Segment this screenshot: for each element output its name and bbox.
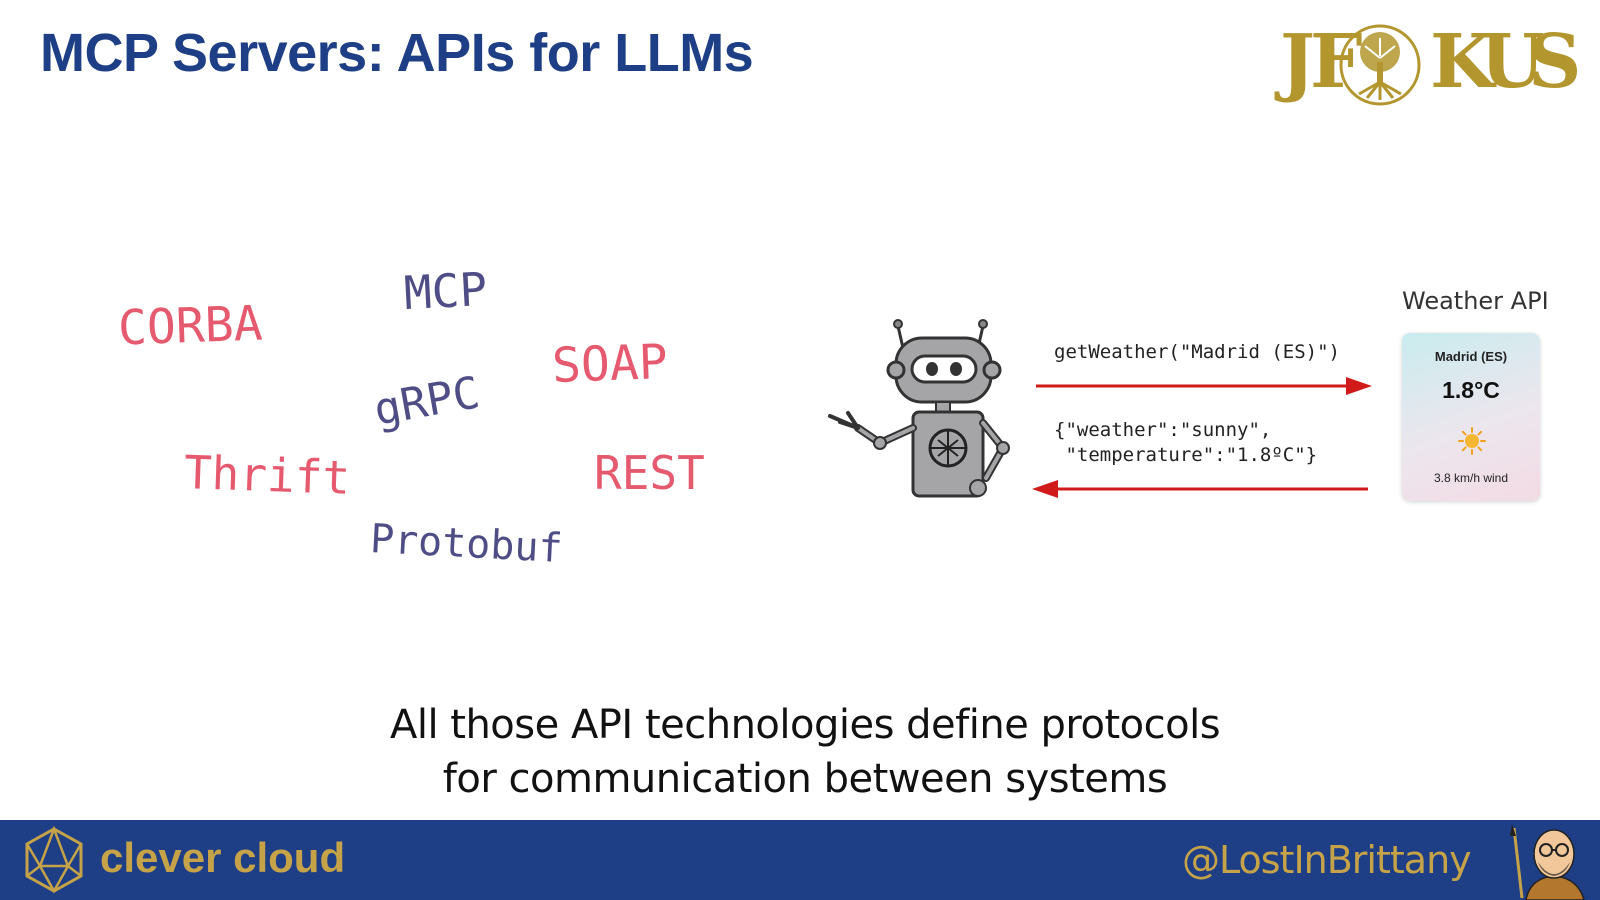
response-line-2: "temperature":"1.8ºC"} — [1054, 444, 1318, 466]
request-arrow — [1036, 377, 1372, 395]
slide-title: MCP Servers: APIs for LLMs — [40, 23, 754, 83]
speaker-handle: @LostInBrittany — [1182, 838, 1472, 882]
caption-line-1: All those API technologies define protoc… — [389, 702, 1221, 748]
sun-icon — [1458, 427, 1486, 455]
caption-line-2: for communication between systems — [442, 756, 1168, 802]
brand-name: clever cloud — [100, 834, 346, 881]
clever-cloud-logo-icon — [25, 826, 83, 894]
api-word-mcp: MCP — [402, 261, 489, 321]
tree-of-life-icon — [1339, 24, 1421, 106]
api-word-corba: CORBA — [117, 295, 264, 357]
response-line-1: {"weather":"sunny", — [1054, 419, 1272, 441]
logo-letter-k: K — [1430, 19, 1495, 105]
weather-wind: 3.8 km/h wind — [1433, 471, 1509, 485]
request-call-text: getWeather("Madrid (ES)") — [1054, 341, 1340, 363]
jfokus-logo: J F K U S — [1280, 18, 1582, 108]
api-word-rest: REST — [594, 446, 705, 500]
api-word-grpc: gRPC — [370, 367, 484, 436]
robot-icon — [828, 319, 1010, 498]
logo-letter-u: U — [1480, 19, 1545, 105]
footer-bar: clever cloud @LostInBrittany — [0, 820, 1600, 900]
weather-api-title: Weather API — [1402, 287, 1549, 315]
logo-letter-j: J — [1280, 19, 1316, 105]
weather-card: Madrid (ES) 1.8°C 3.8 km/h wind — [1402, 333, 1540, 501]
weather-city: Madrid (ES) — [1434, 349, 1508, 364]
logo-letter-s: S — [1528, 19, 1582, 105]
api-word-thrift: Thrift — [183, 445, 352, 505]
api-word-soap: SOAP — [551, 333, 669, 395]
api-word-protobuf: Protobuf — [368, 515, 564, 573]
speaker-avatar-icon — [1510, 824, 1585, 900]
weather-temperature: 1.8°C — [1442, 377, 1500, 403]
response-arrow — [1032, 480, 1368, 498]
slide-caption: All those API technologies define protoc… — [0, 698, 1600, 806]
